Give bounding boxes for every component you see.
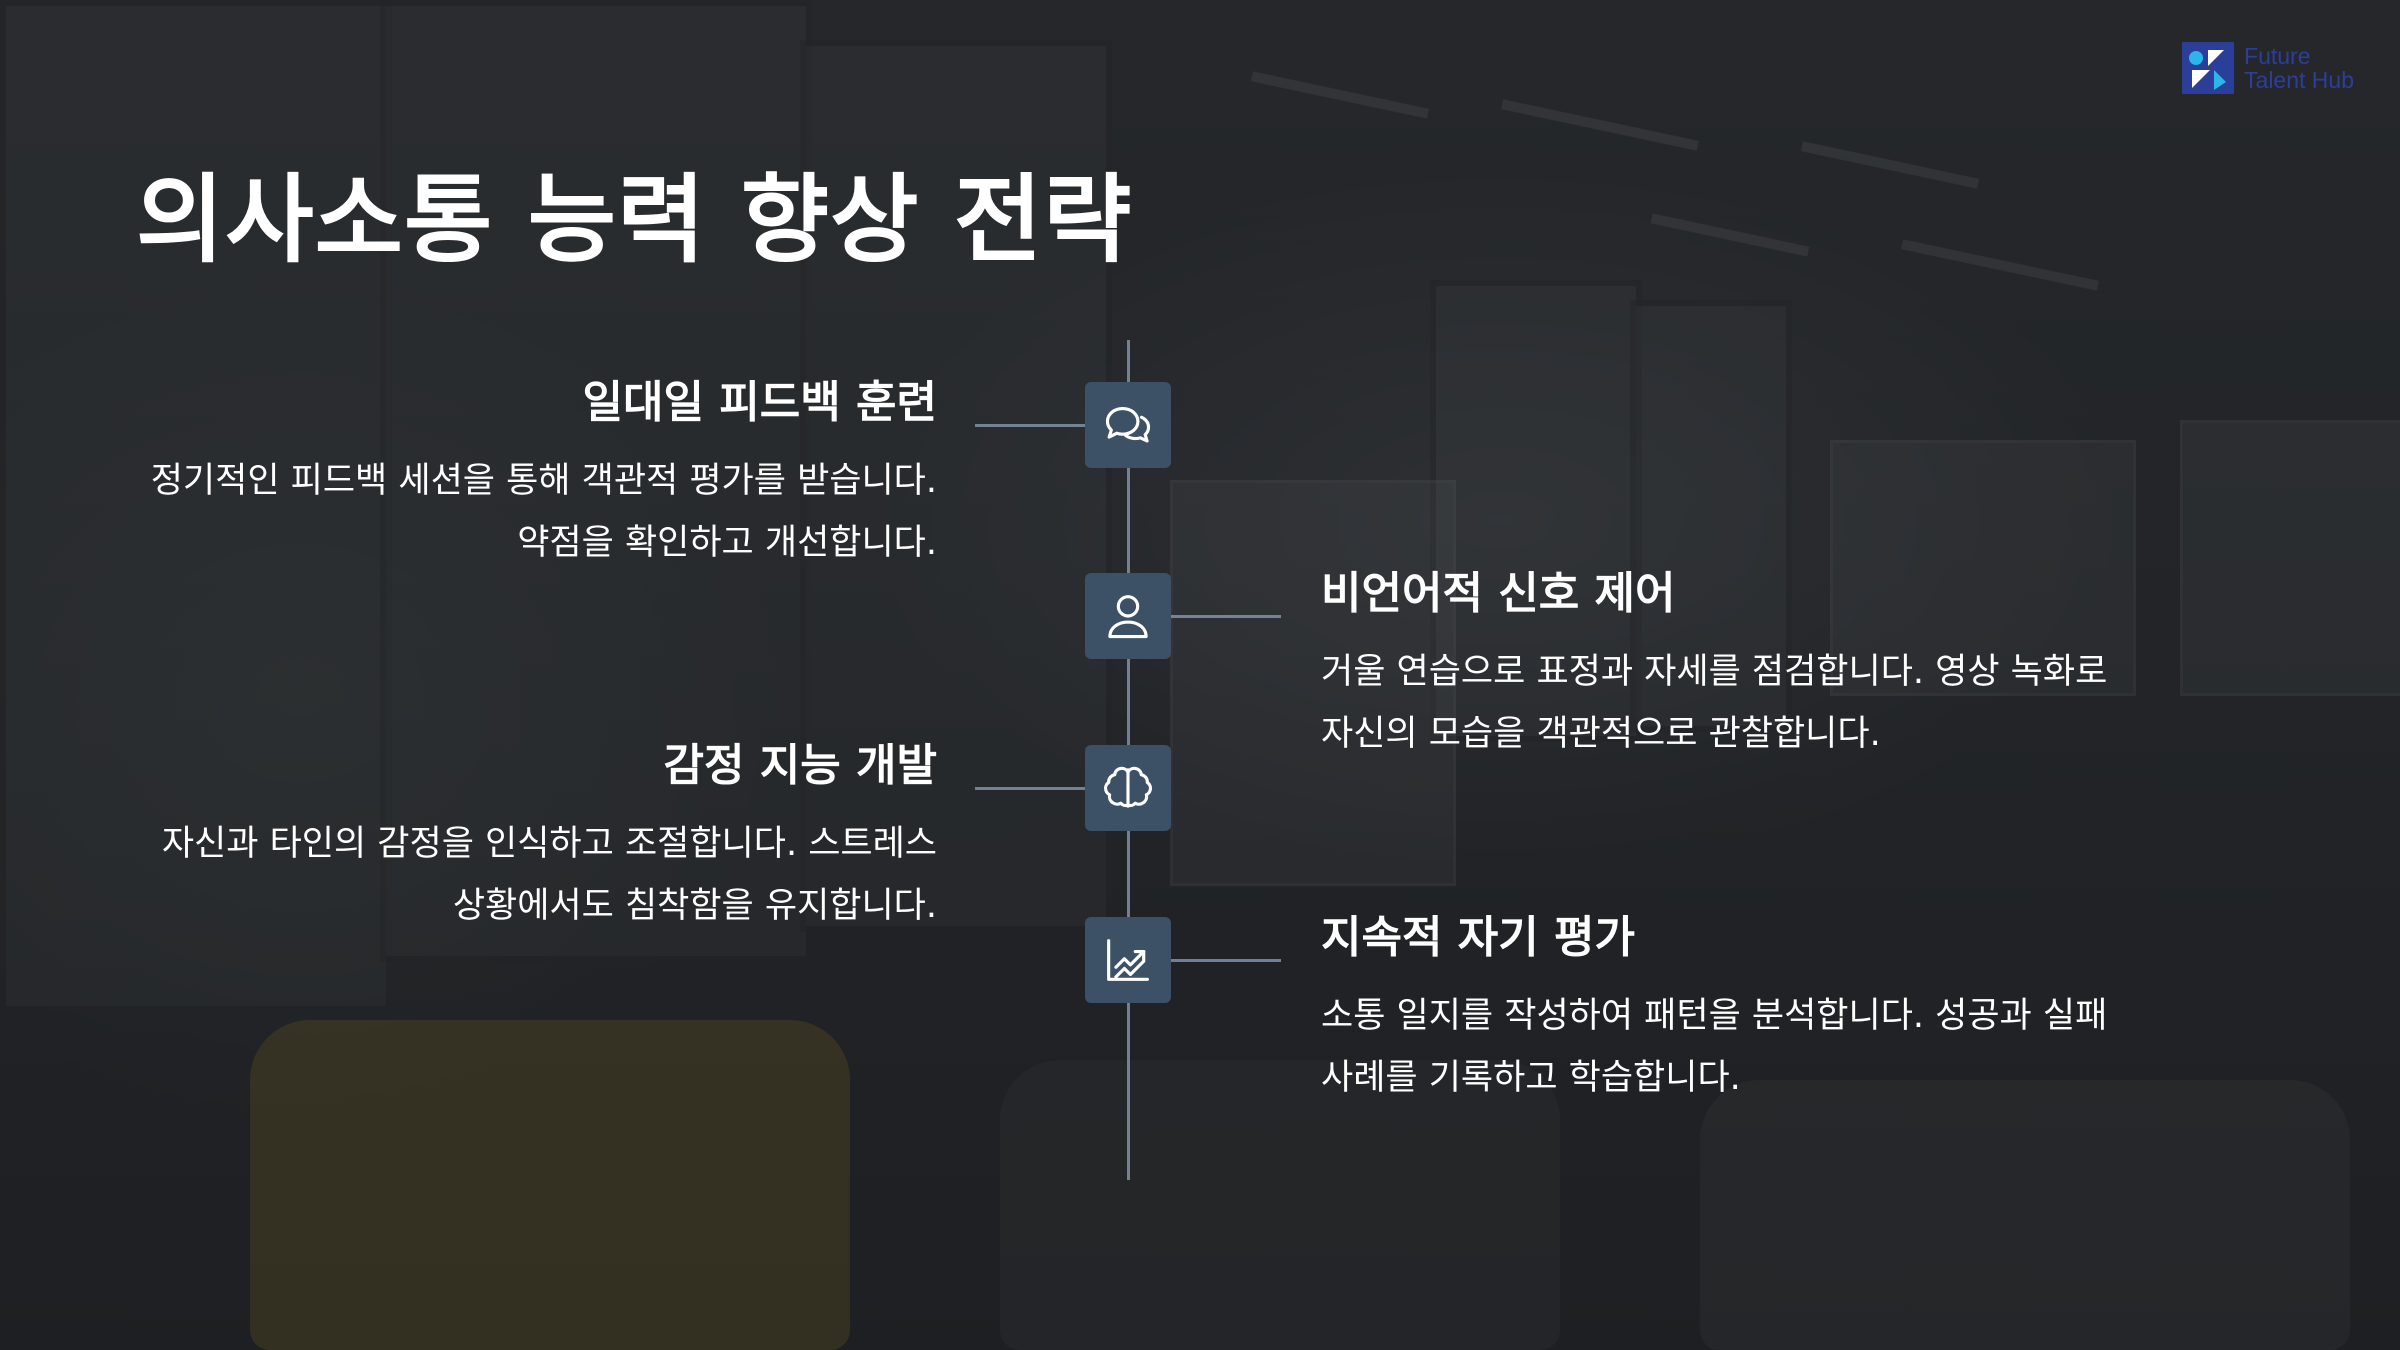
timeline-item-title: 지속적 자기 평가: [1321, 912, 1635, 963]
timeline-item-description: 소통 일지를 작성하여 패턴을 분석합니다. 성공과 실패 사례를 기록하고 학…: [1321, 996, 2108, 1098]
timeline-connector: [975, 787, 1085, 790]
timeline-node: [1085, 745, 1171, 831]
timeline-node: [1085, 382, 1171, 468]
timeline-connector: [975, 424, 1085, 427]
timeline-item-title: 비언어적 신호 제어: [1321, 568, 1676, 619]
user-icon: [1108, 595, 1148, 639]
logo-name-line1: Future: [2244, 43, 2311, 69]
timeline-connector: [1171, 615, 1281, 618]
timeline-node: [1085, 573, 1171, 659]
timeline-connector: [1171, 959, 1281, 962]
timeline-item-title: 일대일 피드백 훈련: [582, 377, 937, 428]
trend-chart-icon: [1107, 939, 1149, 981]
timeline-item: 비언어적 신호 제어 거울 연습으로 표정과 자세를 점검합니다. 영상 녹화로…: [1321, 565, 2121, 765]
timeline-item-description: 정기적인 피드백 세션을 통해 객관적 평가를 받습니다. 약점을 확인하고 개…: [150, 461, 937, 563]
timeline-node: [1085, 917, 1171, 1003]
timeline-item: 감정 지능 개발 자신과 타인의 감정을 인식하고 조절합니다. 스트레스 상황…: [137, 737, 937, 937]
brand-logo: Future Talent Hub: [2180, 40, 2354, 96]
timeline-item: 지속적 자기 평가 소통 일지를 작성하여 패턴을 분석합니다. 성공과 실패 …: [1321, 909, 2121, 1109]
logo-wordmark: Future Talent Hub: [2244, 44, 2354, 92]
timeline-item-description: 자신과 타인의 감정을 인식하고 조절합니다. 스트레스 상황에서도 침착함을 …: [161, 824, 937, 926]
timeline-item-title: 감정 지능 개발: [663, 740, 937, 791]
page-title: 의사소통 능력 향상 전략: [136, 164, 1133, 276]
timeline-item-description: 거울 연습으로 표정과 자세를 점검합니다. 영상 녹화로 자신의 모습을 객관…: [1321, 652, 2108, 754]
brain-icon: [1104, 766, 1152, 808]
chat-bubbles-icon: [1105, 406, 1151, 443]
timeline-item: 일대일 피드백 훈련 정기적인 피드백 세션을 통해 객관적 평가를 받습니다.…: [137, 374, 937, 574]
future-talent-hub-logo-icon: [2182, 42, 2235, 94]
logo-name-line2: Talent Hub: [2244, 67, 2354, 93]
